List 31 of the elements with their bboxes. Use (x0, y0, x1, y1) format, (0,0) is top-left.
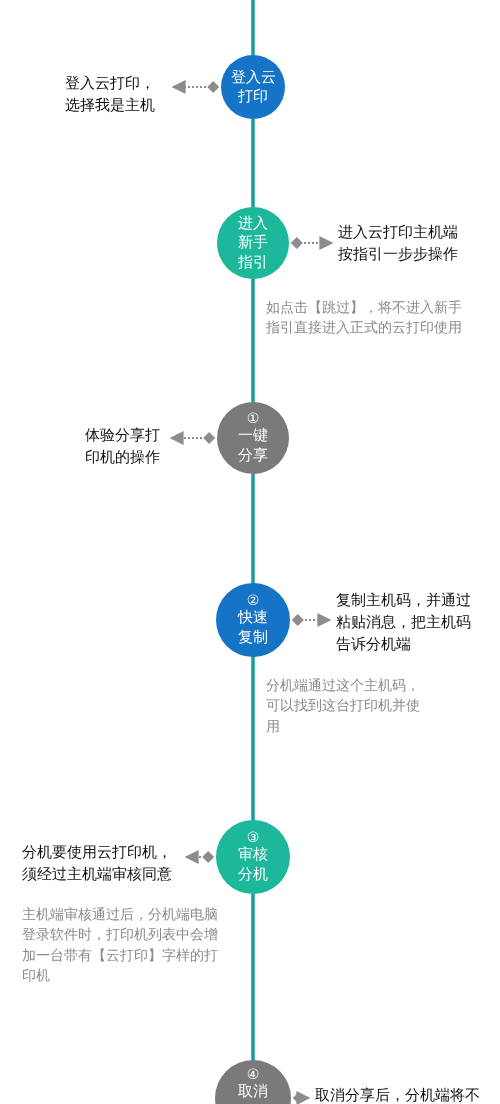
timeline-line (251, 894, 255, 1060)
step-label: 审核分机 (237, 845, 269, 885)
step-label: 快速复制 (236, 608, 269, 648)
timeline-line (251, 474, 255, 583)
note-text: 如点击【跳过】，将不进入新手指引直接进入正式的云打印使用 (266, 298, 463, 338)
timeline-line (251, 279, 255, 402)
step-description: 取消分享后，分机端将不 (315, 1085, 500, 1104)
step-description: 分机要使用云打印机，须经过主机端审核同意 (22, 842, 180, 886)
step-number: ① (245, 410, 261, 427)
dotted-arrow (292, 1091, 311, 1104)
step-description: 进入云打印主机端按指引一步步操作 (338, 222, 466, 266)
dotted-arrow (171, 80, 220, 94)
timeline-line (251, 0, 255, 55)
step-number: ② (245, 592, 261, 609)
note-text: 分机端通过这个主机码，可以找到这台打印机并使用 (266, 676, 421, 736)
timeline-line (251, 657, 255, 820)
dotted-arrow (290, 236, 334, 250)
step-label: 一键分享 (237, 426, 269, 466)
step-label: 登入云打印 (229, 67, 277, 107)
dotted-arrow (184, 850, 215, 864)
step-number: ④ (245, 1067, 261, 1083)
step-description: 体验分享打印机的操作 (85, 425, 165, 469)
dotted-arrow (291, 613, 332, 627)
step-description: 复制主机码，并通过粘贴消息，把主机码告诉分机端 (336, 590, 478, 656)
timeline-line (251, 119, 255, 207)
note-text: 主机端审核通过后，分机端电脑登录软件时，打印机列表中会增加一台带有【云打印】字样的打印机 (22, 905, 219, 985)
step-label: 进入新手指引 (237, 213, 269, 273)
step-number: ③ (245, 829, 261, 846)
dotted-arrow (169, 431, 216, 445)
step-label: 取消 (237, 1082, 269, 1102)
step-description: 登入云打印，选择我是主机 (65, 73, 167, 117)
